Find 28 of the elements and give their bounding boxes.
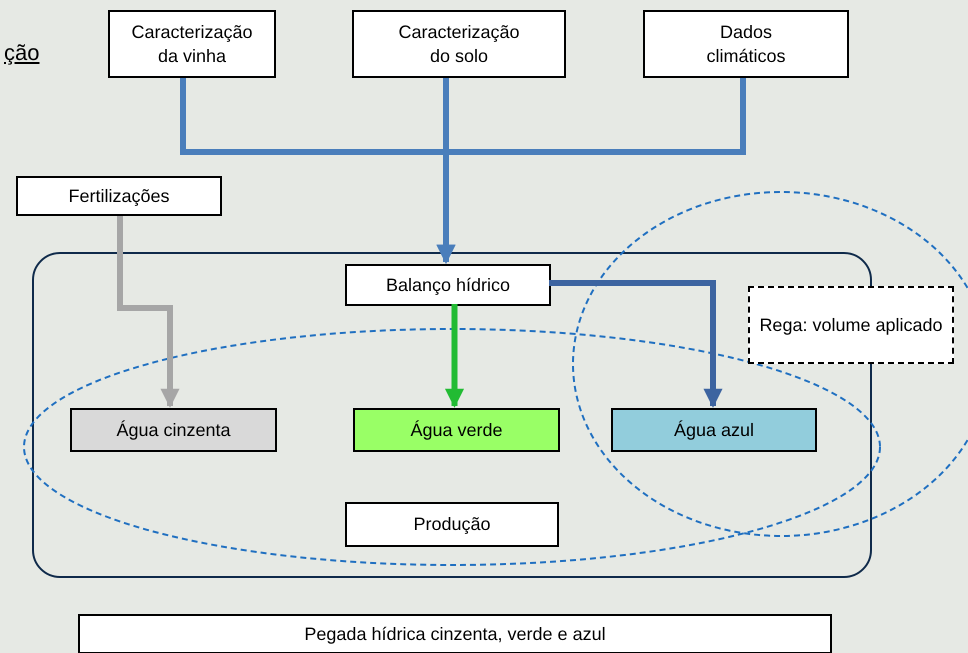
node-text: Produção [412, 513, 492, 536]
node-text: Balanço hídrico [384, 274, 512, 297]
group-container [32, 252, 872, 578]
node-text: Água verde [409, 418, 504, 442]
arrow [117, 216, 180, 408]
arrow [436, 78, 746, 264]
arrow [444, 304, 464, 408]
node-text: Caracterização do solo [397, 20, 521, 68]
node-text: Fertilizações [67, 184, 171, 208]
partial-title: ção [4, 39, 40, 67]
process-box [611, 408, 817, 452]
process-box [643, 10, 849, 78]
process-box [353, 408, 560, 452]
process-box [16, 176, 222, 216]
process-box [108, 10, 276, 78]
node-text: Dados climáticos [705, 20, 786, 68]
process-box [352, 10, 566, 78]
node-text: Água cinzenta [115, 418, 232, 442]
node-text: Pegada hídrica cinzenta, verde e azul [303, 622, 607, 646]
process-box [70, 408, 277, 452]
arrow [549, 280, 723, 408]
result-box [78, 614, 832, 653]
process-box [345, 502, 559, 547]
note-box [748, 286, 954, 364]
node-text: Caracterização da vinha [130, 20, 254, 68]
node-text: Rega: volume aplicado [758, 314, 944, 337]
node-text: Água azul [672, 418, 756, 442]
process-box [345, 264, 551, 306]
